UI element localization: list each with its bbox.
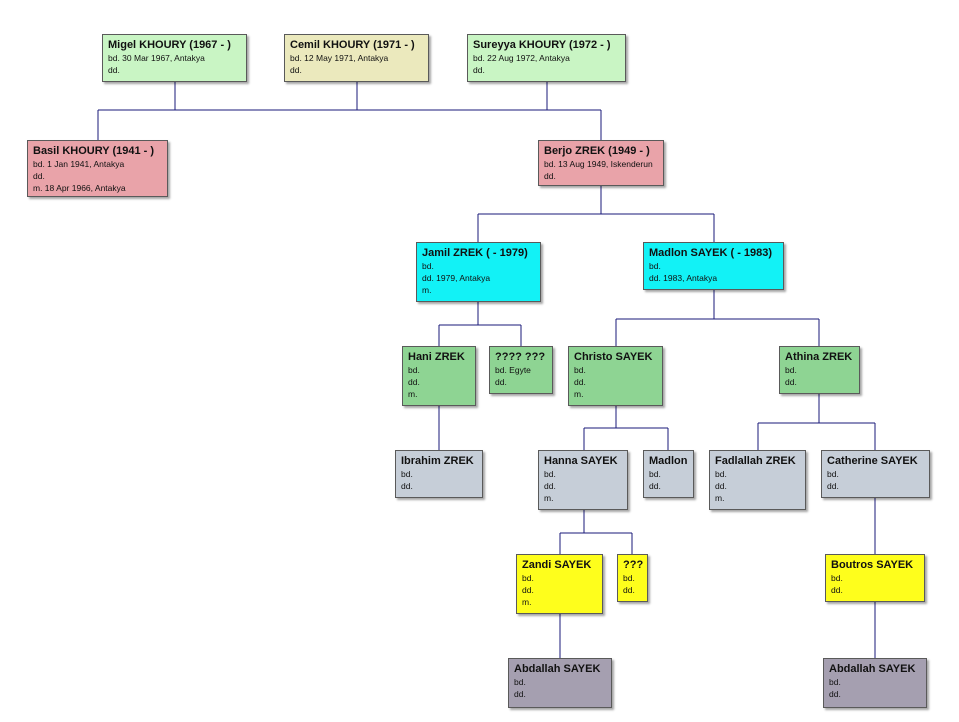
birth-info: bd.	[649, 469, 661, 479]
person-card-madlon-sayek[interactable]: Madlon SAYEK ( - 1983) bd. dd. 1983, Ant…	[643, 242, 784, 290]
death-info: dd.	[401, 481, 413, 491]
person-name: Abdallah SAYEK	[829, 663, 916, 675]
person-card-basil-khoury[interactable]: Basil KHOURY (1941 - ) bd. 1 Jan 1941, A…	[27, 140, 168, 197]
person-card-unknown-spouse-2[interactable]: ??? bd. dd.	[617, 554, 648, 602]
death-info: dd. 1983, Antakya	[649, 273, 718, 283]
person-name: Madlon	[649, 455, 688, 467]
person-card-abdallah-sayek-2[interactable]: Abdallah SAYEK bd. dd.	[823, 658, 927, 708]
birth-info: bd.	[827, 469, 839, 479]
birth-info: bd.	[514, 677, 526, 687]
death-info: dd.	[522, 585, 534, 595]
person-name: Zandi SAYEK	[522, 559, 592, 571]
marriage-info: m.	[422, 285, 432, 295]
death-info: dd.	[290, 65, 302, 75]
birth-info: bd. Egyte	[495, 365, 531, 375]
person-card-christo-sayek[interactable]: Christo SAYEK bd. dd. m.	[568, 346, 663, 406]
death-info: dd.	[831, 585, 843, 595]
person-name: Hani ZREK	[408, 351, 465, 363]
person-name: Hanna SAYEK	[544, 455, 618, 467]
birth-info: bd.	[408, 365, 420, 375]
person-card-abdallah-sayek[interactable]: Abdallah SAYEK bd. dd.	[508, 658, 612, 708]
person-name: Migel KHOURY (1967 - )	[108, 39, 231, 51]
death-info: dd.	[473, 65, 485, 75]
birth-info: bd.	[829, 677, 841, 687]
death-info: dd. 1979, Antakya	[422, 273, 491, 283]
person-name: Christo SAYEK	[574, 351, 653, 363]
person-name: ???? ???	[495, 351, 546, 363]
birth-info: bd.	[401, 469, 413, 479]
person-card-jamil-zrek[interactable]: Jamil ZREK ( - 1979) bd. dd. 1979, Antak…	[416, 242, 541, 302]
person-card-hani-zrek[interactable]: Hani ZREK bd. dd. m.	[402, 346, 476, 406]
person-card-migel-khoury[interactable]: Migel KHOURY (1967 - ) bd. 30 Mar 1967, …	[102, 34, 247, 82]
birth-info: bd.	[715, 469, 727, 479]
person-card-fadlallah-zrek[interactable]: Fadlallah ZREK bd. dd. m.	[709, 450, 806, 510]
marriage-info: m.	[574, 389, 584, 399]
person-name: Catherine SAYEK	[827, 455, 918, 467]
death-info: dd.	[715, 481, 727, 491]
birth-info: bd.	[544, 469, 556, 479]
marriage-info: m.	[408, 389, 418, 399]
birth-info: bd.	[623, 573, 635, 583]
person-name: Jamil ZREK ( - 1979)	[422, 247, 528, 259]
birth-info: bd. 22 Aug 1972, Antakya	[473, 53, 570, 63]
person-card-madlon[interactable]: Madlon bd. dd.	[643, 450, 694, 498]
death-info: dd.	[649, 481, 661, 491]
person-name: Cemil KHOURY (1971 - )	[290, 39, 415, 51]
person-card-cemil-khoury[interactable]: Cemil KHOURY (1971 - ) bd. 12 May 1971, …	[284, 34, 429, 82]
person-name: Ibrahim ZREK	[401, 455, 474, 467]
person-card-sureyya-khoury[interactable]: Sureyya KHOURY (1972 - ) bd. 22 Aug 1972…	[467, 34, 626, 82]
death-info: dd.	[495, 377, 507, 387]
death-info: dd.	[544, 171, 556, 181]
death-info: dd.	[408, 377, 420, 387]
birth-info: bd. 1 Jan 1941, Antakya	[33, 159, 125, 169]
birth-info: bd. 13 Aug 1949, Iskenderun	[544, 159, 653, 169]
marriage-info: m.	[522, 597, 532, 607]
birth-info: bd. 30 Mar 1967, Antakya	[108, 53, 205, 63]
death-info: dd.	[544, 481, 556, 491]
death-info: dd.	[785, 377, 797, 387]
birth-info: bd.	[574, 365, 586, 375]
person-name: Abdallah SAYEK	[514, 663, 601, 675]
death-info: dd.	[829, 689, 841, 699]
death-info: dd.	[827, 481, 839, 491]
death-info: dd.	[108, 65, 120, 75]
marriage-info: m.	[544, 493, 554, 503]
birth-info: bd.	[785, 365, 797, 375]
death-info: dd.	[574, 377, 586, 387]
marriage-info: m. 18 Apr 1966, Antakya	[33, 183, 126, 193]
person-card-catherine-sayek[interactable]: Catherine SAYEK bd. dd.	[821, 450, 930, 498]
death-info: dd.	[33, 171, 45, 181]
person-card-unknown-spouse[interactable]: ???? ??? bd. Egyte dd.	[489, 346, 553, 394]
person-name: Berjo ZREK (1949 - )	[544, 145, 650, 157]
person-name: Boutros SAYEK	[831, 559, 914, 571]
birth-info: bd.	[522, 573, 534, 583]
person-name: Sureyya KHOURY (1972 - )	[473, 39, 611, 51]
birth-info: bd.	[649, 261, 661, 271]
person-name: ???	[623, 559, 644, 571]
person-card-hanna-sayek[interactable]: Hanna SAYEK bd. dd. m.	[538, 450, 628, 510]
person-card-ibrahim-zrek[interactable]: Ibrahim ZREK bd. dd.	[395, 450, 483, 498]
person-name: Madlon SAYEK ( - 1983)	[649, 247, 773, 259]
person-card-boutros-sayek[interactable]: Boutros SAYEK bd. dd.	[825, 554, 925, 602]
death-info: dd.	[623, 585, 635, 595]
person-name: Fadlallah ZREK	[715, 455, 796, 467]
person-name: Athina ZREK	[785, 351, 853, 363]
birth-info: bd.	[422, 261, 434, 271]
person-card-berjo-zrek[interactable]: Berjo ZREK (1949 - ) bd. 13 Aug 1949, Is…	[538, 140, 664, 186]
birth-info: bd. 12 May 1971, Antakya	[290, 53, 389, 63]
death-info: dd.	[514, 689, 526, 699]
birth-info: bd.	[831, 573, 843, 583]
person-name: Basil KHOURY (1941 - )	[33, 145, 155, 157]
person-card-zandi-sayek[interactable]: Zandi SAYEK bd. dd. m.	[516, 554, 603, 614]
person-card-athina-zrek[interactable]: Athina ZREK bd. dd.	[779, 346, 860, 394]
marriage-info: m.	[715, 493, 725, 503]
